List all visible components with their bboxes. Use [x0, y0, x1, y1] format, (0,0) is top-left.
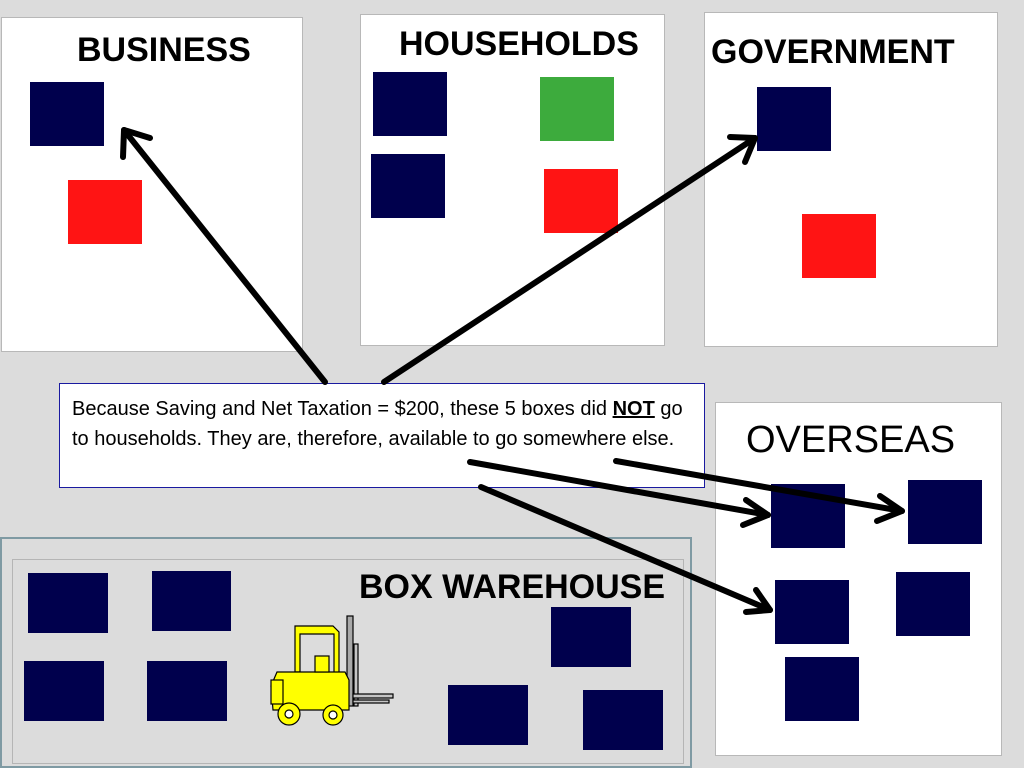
warehouse-title: BOX WAREHOUSE — [359, 568, 666, 606]
households-title: HOUSEHOLDS — [399, 25, 639, 63]
overseas-navy-box-2 — [908, 480, 982, 544]
warehouse-navy-box-7 — [583, 690, 663, 750]
note-text-after: go to households. They are, therefore, a… — [72, 398, 683, 450]
forklift-icon — [270, 615, 394, 726]
business-title: BUSINESS — [77, 31, 251, 69]
warehouse-navy-box-4 — [147, 661, 227, 721]
government-title: GOVERNMENT — [711, 33, 955, 71]
government-panel: GOVERNMENT — [704, 12, 998, 347]
warehouse-navy-box-5 — [551, 607, 631, 667]
households-green-box — [540, 77, 614, 141]
warehouse-navy-box-3 — [24, 661, 104, 721]
overseas-navy-box-5 — [785, 657, 859, 721]
households-navy-box-2 — [371, 154, 445, 218]
households-red-box — [544, 169, 618, 233]
warehouse-navy-box-1 — [28, 573, 108, 633]
business-navy-box — [30, 82, 104, 146]
government-navy-box — [757, 87, 831, 151]
note-text-before: Because Saving and Net Taxation = $200, … — [72, 398, 613, 420]
households-panel: HOUSEHOLDS — [360, 14, 665, 346]
warehouse-frame — [12, 559, 684, 764]
households-navy-box-1 — [373, 72, 447, 136]
government-red-box — [802, 214, 876, 278]
overseas-navy-box-4 — [896, 572, 970, 636]
explanation-note: Because Saving and Net Taxation = $200, … — [59, 383, 705, 488]
business-red-box — [68, 180, 142, 244]
note-emphasis: NOT — [612, 398, 655, 420]
warehouse-navy-box-2 — [152, 571, 231, 631]
overseas-navy-box-3 — [775, 580, 849, 644]
box-warehouse: BOX WAREHOUSE — [0, 537, 692, 768]
overseas-panel: OVERSEAS — [715, 402, 1002, 756]
business-panel: BUSINESS — [1, 17, 303, 352]
overseas-navy-box-1 — [771, 484, 845, 548]
overseas-title: OVERSEAS — [746, 419, 956, 461]
warehouse-navy-box-6 — [448, 685, 528, 745]
